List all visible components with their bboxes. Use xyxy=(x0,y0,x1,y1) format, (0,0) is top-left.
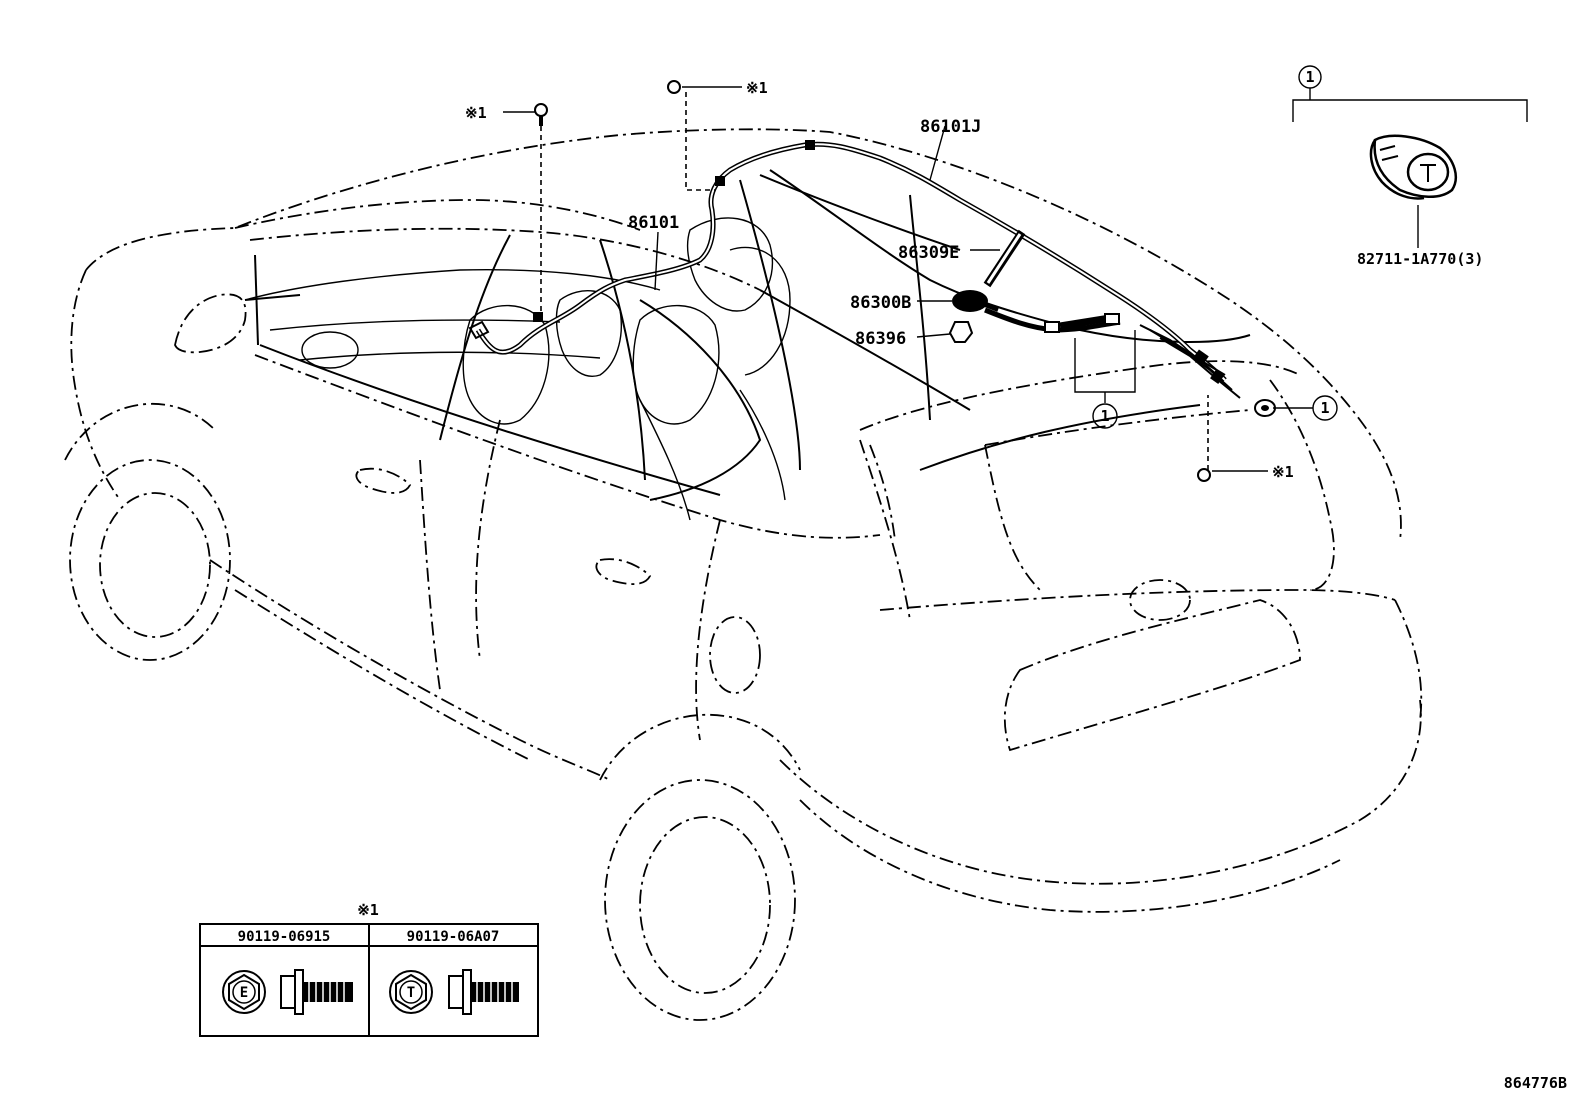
circle-marker-label: 1 xyxy=(1305,68,1314,86)
clamp-part-icon[interactable] xyxy=(1369,134,1457,200)
callout-86101J: 86101J xyxy=(920,117,981,137)
interior-outline xyxy=(244,169,1251,521)
bolt-table: ※1 90119-06915 90119-06A07 E T xyxy=(199,901,539,1037)
antenna-pad[interactable] xyxy=(948,321,974,343)
bolt-table-title: ※1 xyxy=(357,901,379,919)
drawing-number: 864776B xyxy=(1504,1074,1567,1092)
circle-marker-kit: 1 xyxy=(1298,65,1322,89)
wire-harness[interactable] xyxy=(468,140,1241,399)
antenna-rod[interactable] xyxy=(983,229,1026,288)
bolt-head-e-icon: E xyxy=(222,970,266,1014)
circle-marker-grommet: 1 xyxy=(1312,395,1338,421)
bolt-front[interactable] xyxy=(534,103,548,315)
bolt-side-icon xyxy=(448,969,519,1015)
car-body-outline xyxy=(64,128,1423,1021)
antenna-cable[interactable] xyxy=(984,307,1121,333)
callout-82711: 82711-1A770(3) xyxy=(1357,250,1483,268)
bolt-rear[interactable] xyxy=(1197,395,1211,482)
callout-86396: 86396 xyxy=(855,329,906,349)
bolt-head-t-icon: T xyxy=(389,970,433,1014)
bolt-roof[interactable] xyxy=(667,80,715,191)
bolt-marker-rear: ※1 xyxy=(1272,463,1294,481)
bolt-side-icon xyxy=(280,969,353,1015)
leader-lines xyxy=(503,86,1528,472)
bolt-head-mark-1: E xyxy=(240,985,248,1001)
bolt-marker-roof: ※1 xyxy=(746,79,768,97)
bolt-part-number-2: 90119-06A07 xyxy=(407,929,500,945)
bolt-head-mark-2: T xyxy=(407,985,415,1001)
callout-86101: 86101 xyxy=(628,213,679,233)
circle-marker-label: 1 xyxy=(1100,407,1109,425)
bolt-marker-front: ※1 xyxy=(465,104,487,122)
circle-marker-label: 1 xyxy=(1320,399,1329,417)
callout-86300B: 86300B xyxy=(850,293,911,313)
bolt-part-number-1: 90119-06915 xyxy=(238,929,331,945)
antenna-base[interactable] xyxy=(952,290,999,312)
circle-marker-cable: 1 xyxy=(1092,403,1118,429)
callout-86309E: 86309E xyxy=(898,243,959,263)
grommet-rear[interactable] xyxy=(1254,399,1276,417)
